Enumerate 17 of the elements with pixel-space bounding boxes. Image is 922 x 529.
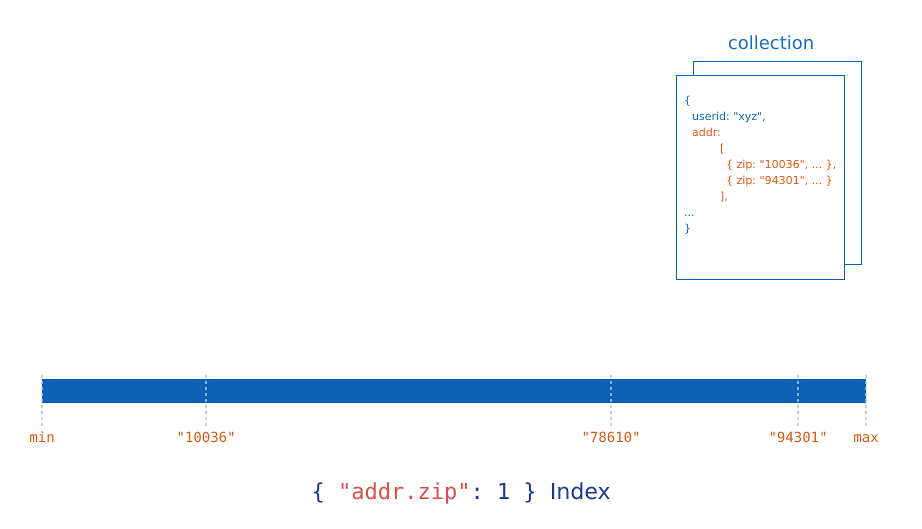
code-line: { bbox=[684, 94, 691, 108]
index-bar bbox=[42, 379, 866, 403]
code-line: addr: bbox=[692, 126, 721, 140]
code-line: { zip: "94301", ... } bbox=[726, 174, 833, 188]
tick-label: "78610" bbox=[582, 430, 640, 446]
code-line: userid: "xyz", bbox=[692, 110, 766, 124]
tick-label: "10036" bbox=[176, 430, 236, 446]
code-line: { zip: "10036", ... }, bbox=[726, 158, 836, 172]
code-line: ], bbox=[720, 190, 728, 204]
tick-label: max bbox=[853, 430, 879, 446]
code-line: } bbox=[684, 222, 691, 236]
tick-label: "94301" bbox=[768, 430, 828, 446]
code-line: [ bbox=[720, 142, 724, 156]
code-line: ... bbox=[684, 206, 694, 220]
collection-heading: collection bbox=[726, 33, 816, 54]
tick-label: min bbox=[29, 430, 55, 446]
index-caption: { "addr.zip": 1 } Index bbox=[311, 480, 610, 505]
